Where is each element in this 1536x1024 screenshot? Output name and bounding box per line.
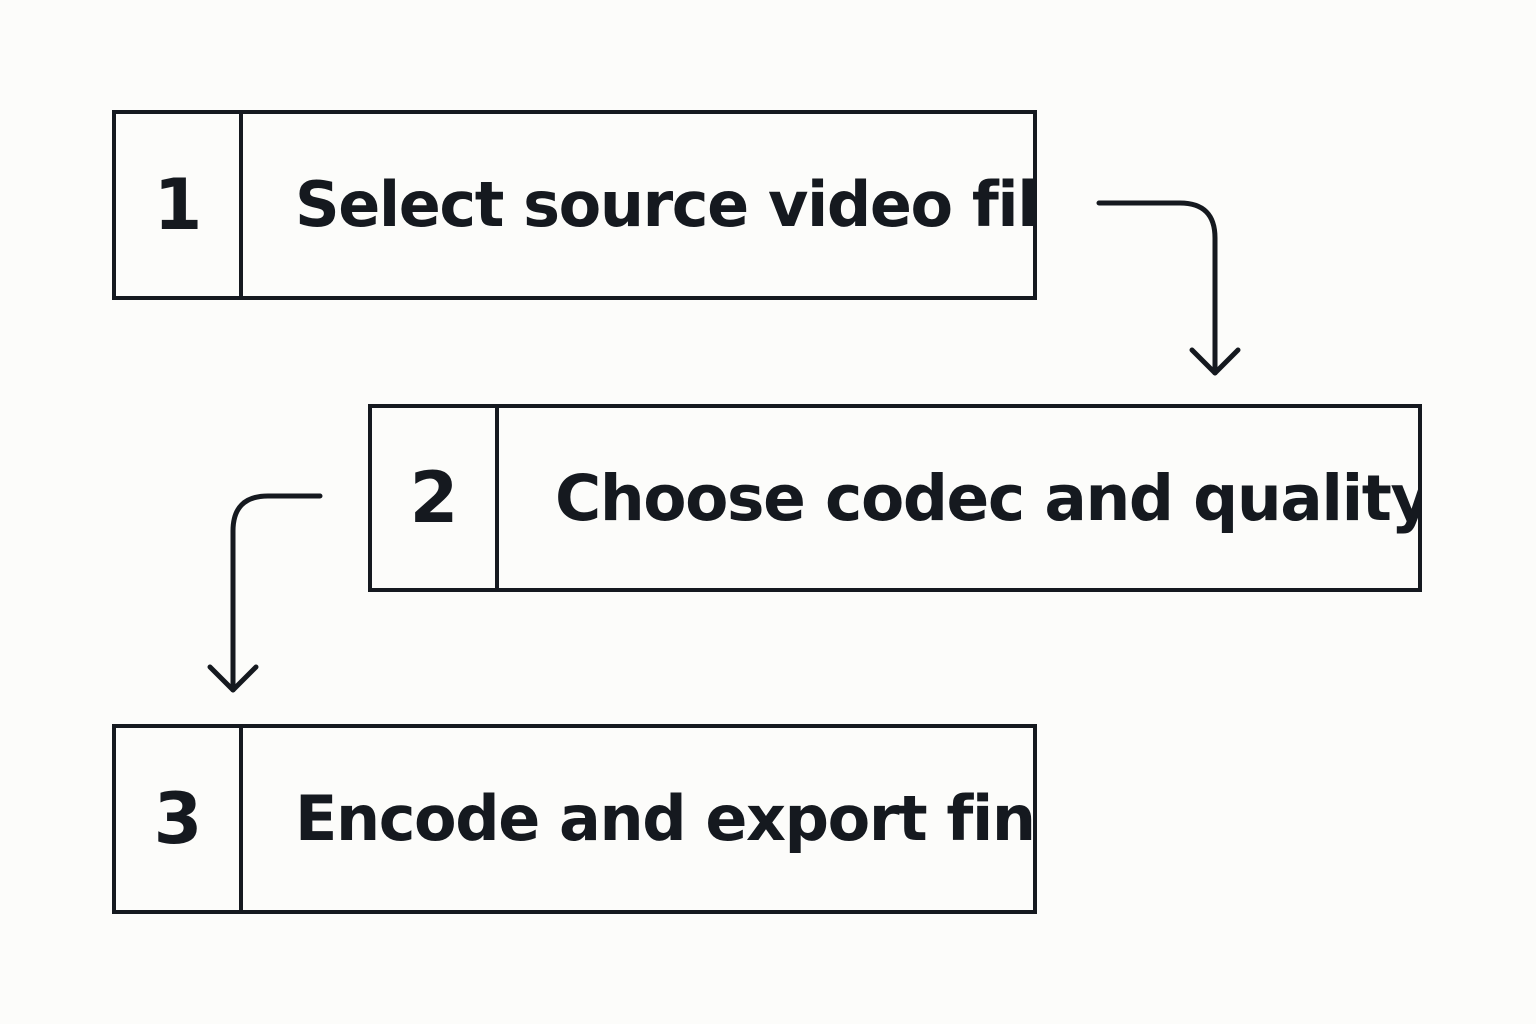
step-2-box: 2 Choose codec and quality	[368, 404, 1422, 592]
step-1-number: 1	[116, 114, 243, 296]
step-3-number: 3	[116, 728, 243, 910]
step-3-box: 3 Encode and export final	[112, 724, 1037, 914]
connector-1-to-2	[1096, 200, 1218, 376]
step-3-label: Encode and export final	[295, 782, 1033, 855]
step-1-label: Select source video file	[295, 168, 1033, 241]
connector-2-to-3	[230, 493, 323, 693]
arrowhead-1-to-2	[1189, 347, 1241, 376]
arrowhead-2-to-3	[207, 664, 259, 693]
step-2-number: 2	[372, 408, 499, 588]
step-2-label: Choose codec and quality	[555, 461, 1418, 535]
step-1-box: 1 Select source video file	[112, 110, 1037, 300]
